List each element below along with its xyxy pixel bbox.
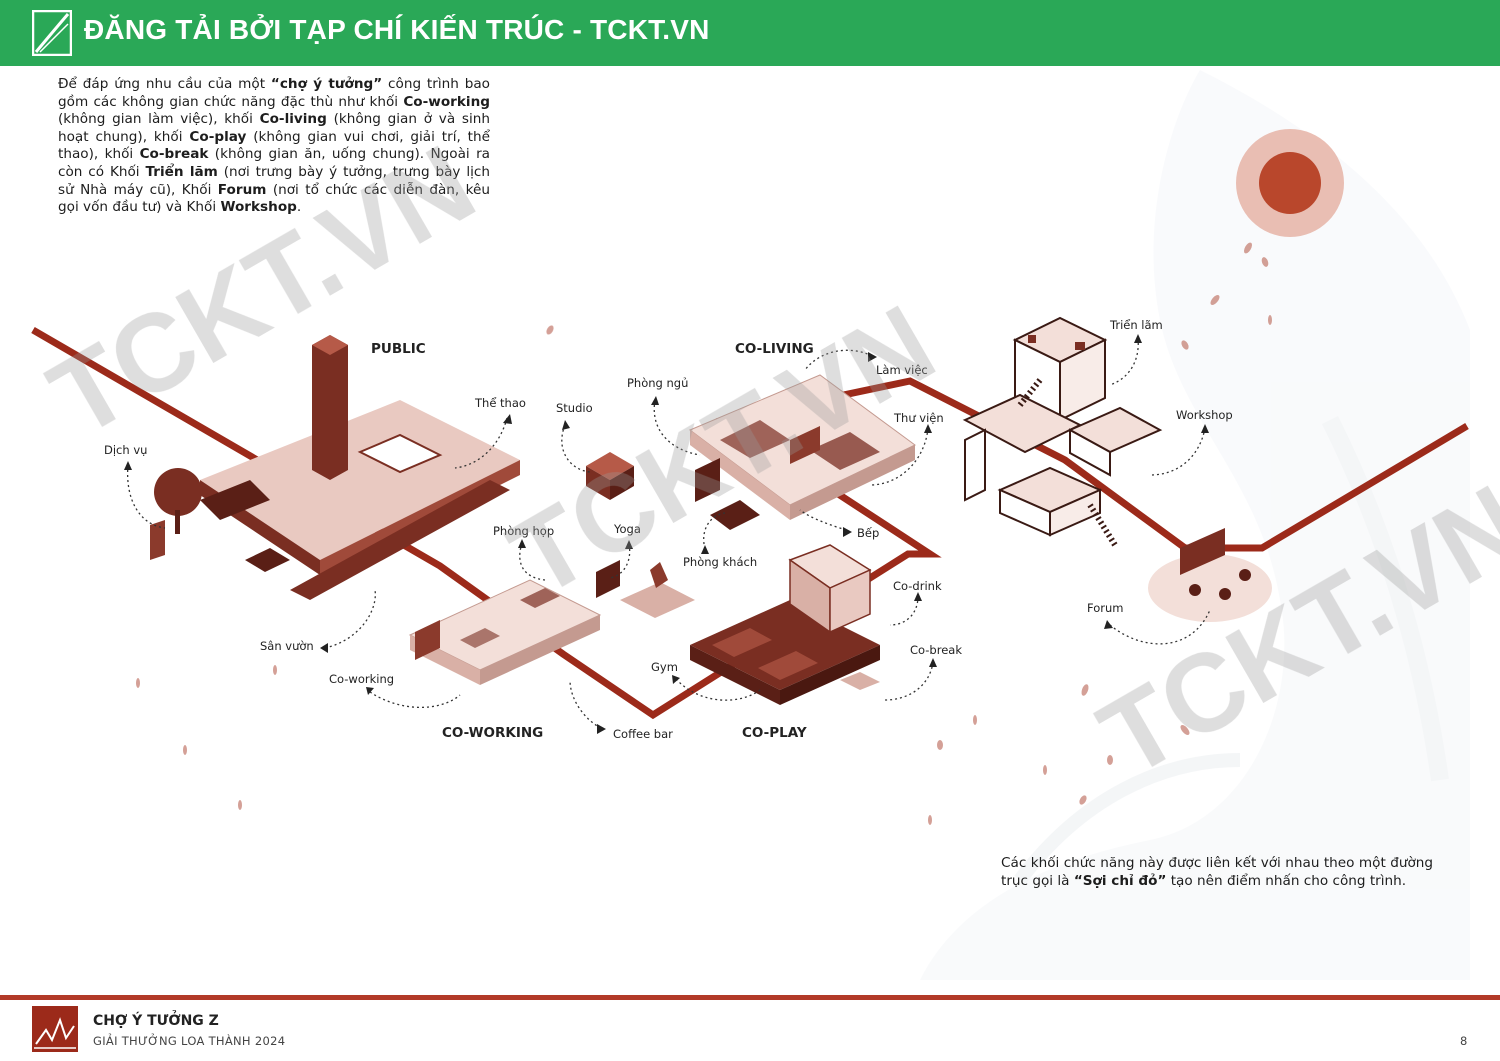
co-play-block — [690, 544, 880, 705]
page-number: 8 — [1460, 1034, 1468, 1048]
leader-lines — [126, 337, 1211, 729]
public-block — [150, 335, 520, 600]
label-the-thao: Thể thao — [474, 396, 526, 410]
label-gym: Gym — [651, 660, 678, 674]
co-working-block — [408, 579, 602, 685]
zone-title-public: PUBLIC — [371, 341, 426, 357]
zone-title-co-working: CO-WORKING — [442, 725, 543, 741]
label-phong-hop: Phòng họp — [493, 524, 554, 538]
label-thu-vien: Thư viện — [893, 411, 944, 425]
top-banner: ĐĂNG TẢI BỞI TẠP CHÍ KIẾN TRÚC - TCKT.VN — [0, 0, 1500, 66]
watermark-left: TCKT.VN — [31, 122, 495, 461]
label-lam-viec: Làm việc — [876, 363, 928, 377]
label-yoga: Yoga — [613, 522, 641, 536]
label-workshop: Workshop — [1176, 408, 1233, 422]
foliage-background — [920, 70, 1470, 980]
label-co-working: Co-working — [329, 672, 394, 686]
zone-title-co-play: CO-PLAY — [742, 725, 807, 741]
label-co-drink: Co-drink — [893, 579, 942, 593]
label-trien-lam: Triển lãm — [1109, 318, 1163, 332]
label-dich-vu: Dịch vụ — [104, 443, 147, 457]
axis-note-paragraph: Các khối chức năng này được liên kết với… — [1001, 855, 1433, 889]
label-studio: Studio — [556, 401, 593, 415]
label-phong-khach: Phòng khách — [683, 555, 757, 569]
sun-icon — [1236, 129, 1344, 237]
leaf-scatter — [136, 242, 1272, 825]
tckt-logo-icon — [32, 10, 72, 56]
yoga-block — [596, 560, 695, 618]
intro-paragraph: Để đáp ứng nhu cầu của một “chợ ý tưởng”… — [58, 76, 491, 216]
footer-award-subtitle: GIẢI THƯỞNG LOA THÀNH 2024 — [93, 1034, 286, 1048]
label-coffee-bar: Coffee bar — [613, 727, 673, 741]
label-san-vuon: Sân vườn — [260, 639, 314, 653]
studio-block — [586, 452, 634, 500]
label-co-break: Co-break — [910, 643, 962, 657]
leader-arrowheads — [124, 334, 1209, 734]
banner-title: ĐĂNG TẢI BỞI TẠP CHÍ KIẾN TRÚC - TCKT.VN — [84, 14, 710, 45]
forum-block — [1148, 528, 1272, 622]
label-forum: Forum — [1087, 601, 1123, 615]
zone-title-co-living: CO-LIVING — [735, 341, 814, 357]
footer-project-title: CHỢ Ý TƯỞNG Z — [93, 1013, 219, 1029]
label-phong-ngu: Phòng ngủ — [627, 376, 688, 390]
project-logo-icon — [32, 1006, 78, 1052]
label-bep: Bếp — [857, 526, 879, 540]
co-living-block — [689, 374, 916, 530]
footer-divider — [0, 995, 1500, 1000]
exhibition-workshop-block — [962, 316, 1163, 547]
